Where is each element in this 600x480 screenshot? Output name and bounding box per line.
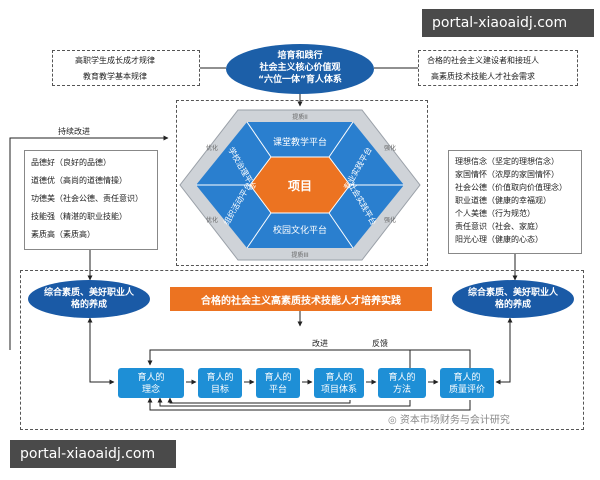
top-left-item: 高职学生成长成才规律 <box>75 56 155 65</box>
left-list-item: 功德美（社会公德、责任意识） <box>31 194 143 203</box>
right-list-item: 个人美德（行为规范） <box>455 209 535 218</box>
oval-left: 综合素质、美好职业人格的养成 <box>28 280 150 318</box>
left-list-item: 素质高（素质高） <box>31 230 95 239</box>
hex-outer-ll: 优化 <box>206 216 218 224</box>
step-method: 育人的 方法 <box>378 368 426 398</box>
feedback-label: 反馈 <box>372 338 388 348</box>
right-list-item: 理想信念（坚定的理想信念） <box>455 157 559 166</box>
lower-frame <box>20 270 584 430</box>
step-goal: 育人的 目标 <box>198 368 242 398</box>
left-list-item: 品德好（良好的品德） <box>31 158 111 167</box>
step-project-system: 育人的 项目体系 <box>314 368 364 398</box>
hexagon-core <box>249 156 351 214</box>
ring-divider <box>246 121 272 158</box>
top-right-item: 合格的社会主义建设者和接班人 <box>427 56 539 65</box>
return-line <box>167 397 351 404</box>
hex-outer-bottom: 提质III <box>291 251 309 259</box>
improvement-loop-line <box>9 135 169 350</box>
hex-outer-top: 提质II <box>292 113 308 121</box>
hex-outer-ul: 优化 <box>206 144 218 152</box>
step-quality-evaluation: 育人的 质量评价 <box>440 368 494 398</box>
ring-divider <box>328 212 354 249</box>
hexagon-frame <box>176 100 428 266</box>
attribution-label: 资本市场财务与会计研究 <box>399 415 510 426</box>
right-list-box: 理想信念（坚定的理想信念） 家国情怀（浓厚的家国情怀） 社会公德（价值取向价值理… <box>448 150 582 254</box>
oval-right: 综合素质、美好职业人格的养成 <box>452 280 574 318</box>
left-list-item: 技能强（精湛的职业技能） <box>31 212 127 221</box>
watermark-bottom: portal-xiaoaidj.com <box>10 440 176 468</box>
watermark-top: portal-xiaoaidj.com <box>422 9 594 37</box>
top-left-item: 教育教学基本规律 <box>83 72 147 81</box>
return-line <box>157 397 411 407</box>
improve-label: 改进 <box>312 338 328 348</box>
practice-band: 合格的社会主义高素质技术技能人才培养实践 <box>170 287 432 311</box>
attribution-icon: ◎ <box>388 415 397 426</box>
return-line <box>147 397 471 411</box>
header-line-1: 培育和践行 <box>277 51 323 61</box>
feedback-loop-line <box>147 349 471 372</box>
top-right-box: 合格的社会主义建设者和接班人 高素质技术技能人才社会需求 <box>418 50 578 86</box>
connector-line <box>495 317 513 385</box>
hex-center-label: 项目 <box>288 179 312 193</box>
right-list-item: 责任意识（社会、家庭） <box>455 222 543 231</box>
top-left-box: 高职学生成长成才规律 教育教学基本规律 <box>52 50 200 86</box>
top-right-item: 高素质技术技能人才社会需求 <box>431 72 535 81</box>
hex-outer-lr: 强化 <box>384 216 396 224</box>
right-list-item: 阳光心理（健康的心态） <box>455 235 543 244</box>
connector-line <box>87 317 115 385</box>
right-list-item: 家国情怀（浓厚的家国情怀） <box>455 170 559 179</box>
oval-left-text: 综合素质、美好职业人格的养成 <box>43 288 134 310</box>
right-list-item: 职业道德（健康的幸福观） <box>455 196 551 205</box>
ring-divider <box>246 212 272 249</box>
step-philosophy: 育人的 理念 <box>118 368 184 398</box>
step-platform: 育人的 平台 <box>256 368 300 398</box>
hex-bottom-label: 校园文化平台 <box>273 224 327 236</box>
left-list-box: 品德好（良好的品德） 道德优（高尚的道德情操） 功德美（社会公德、责任意识） 技… <box>24 150 158 250</box>
ring-divider <box>328 121 354 158</box>
continuous-improvement-label: 持续改进 <box>58 126 90 136</box>
header-line-2: 社会主义核心价值观 <box>259 63 341 73</box>
hex-outer-ur: 强化 <box>384 144 396 152</box>
right-list-item: 社会公德（价值取向价值理念） <box>455 183 567 192</box>
header-oval: 培育和践行 社会主义核心价值观 “六位一体”育人体系 <box>226 44 374 94</box>
header-line-3: “六位一体”育人体系 <box>258 75 342 85</box>
attribution-text: ◎ 资本市场财务与会计研究 <box>388 411 510 426</box>
hex-top-label: 课堂教学平台 <box>273 136 327 148</box>
left-list-item: 道德优（高尚的道德情操） <box>31 176 127 185</box>
oval-right-text: 综合素质、美好职业人格的养成 <box>467 288 558 310</box>
